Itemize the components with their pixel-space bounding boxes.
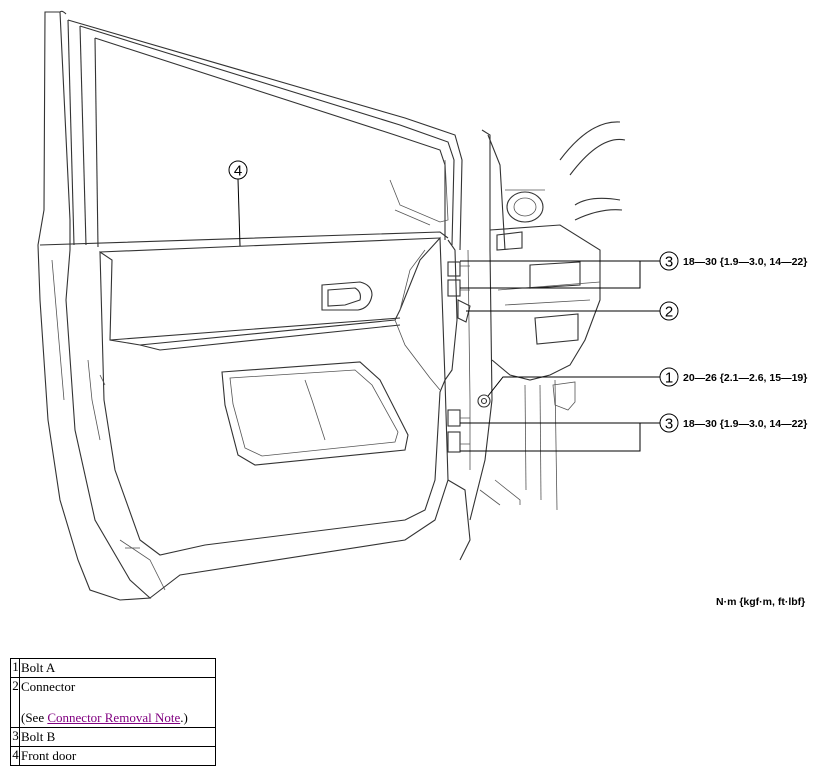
- note-prefix: (See: [21, 710, 48, 725]
- legend-row: 1 Bolt A: [10, 658, 216, 678]
- callout-1: 1 20—26 {2.1—2.6, 15—19}: [487, 367, 807, 397]
- note-suffix: .): [180, 710, 188, 725]
- vehicle-body-outline: [467, 121, 626, 521]
- hinge-lower: [447, 409, 470, 453]
- connector-part: [457, 299, 471, 323]
- legend-num: 1: [10, 658, 20, 678]
- front-door-outline: [37, 10, 471, 601]
- legend-label: Connector: [21, 679, 76, 694]
- svg-text:2: 2: [665, 304, 673, 321]
- callout-2: 2: [466, 301, 679, 321]
- legend-row: 2 Connector (See Connector Removal Note.…: [10, 677, 216, 728]
- torque-units: N·m {kgf·m, ft·lbf}: [716, 596, 805, 608]
- legend-num: 2: [10, 677, 20, 728]
- callout-4: 4: [228, 160, 248, 247]
- bolt-a-part: [477, 394, 491, 408]
- legend-num: 4: [10, 746, 20, 766]
- legend-label: Bolt B: [19, 727, 216, 747]
- callout-3-upper: 3 18—30 {1.9—3.0, 14—22}: [460, 251, 807, 289]
- hinge-upper: [447, 261, 470, 297]
- svg-text:4: 4: [234, 163, 242, 180]
- connector-removal-note-link[interactable]: Connector Removal Note: [47, 710, 181, 725]
- torque-bolt-b-lower: 18—30 {1.9—3.0, 14—22}: [683, 418, 807, 430]
- legend-label-cell: Connector (See Connector Removal Note.): [19, 677, 216, 728]
- svg-text:3: 3: [665, 416, 673, 433]
- legend-label: Front door: [19, 746, 216, 766]
- svg-text:3: 3: [665, 254, 673, 271]
- legend-num: 3: [10, 727, 20, 747]
- callout-3-lower: 3 18—30 {1.9—3.0, 14—22}: [460, 413, 807, 452]
- svg-text:1: 1: [665, 370, 673, 387]
- legend-row: 4 Front door: [10, 746, 216, 766]
- torque-bolt-b-upper: 18—30 {1.9—3.0, 14—22}: [683, 256, 807, 268]
- torque-bolt-a: 20—26 {2.1—2.6, 15—19}: [683, 372, 807, 384]
- connector-note: (See Connector Removal Note.): [21, 710, 214, 726]
- parts-legend-table: 1 Bolt A 2 Connector (See Connector Remo…: [10, 658, 216, 766]
- legend-row: 3 Bolt B: [10, 727, 216, 747]
- front-door-diagram: 4 3 18—30 {1.9—3.0, 14—22} 2 1 20—26 {2.…: [37, 10, 807, 608]
- legend-label: Bolt A: [19, 658, 216, 678]
